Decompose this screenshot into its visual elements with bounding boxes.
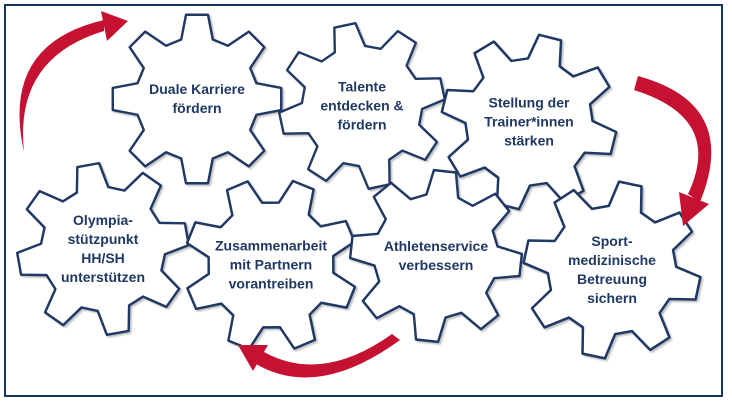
- gear-4: Olympia-stützpunkt HH/SH unterstützen: [11, 157, 195, 341]
- gear-label: Athletenservice verbessern: [383, 238, 489, 273]
- gear-icon: [278, 22, 446, 190]
- gear-icon: [15, 161, 191, 337]
- gear-label: Talente entdecken & fördern: [320, 78, 404, 133]
- gear-icon: [348, 168, 524, 344]
- gear-icon: [111, 13, 283, 185]
- gear-6: Athletenservice verbessern: [344, 164, 528, 348]
- gear-label: Olympia-stützpunkt HH/SH unterstützen: [61, 212, 145, 285]
- gear-1: Duale Karriere fördern: [106, 8, 288, 190]
- gear-label: Duale Karriere fördern: [149, 81, 245, 116]
- gear-icon: [440, 33, 618, 211]
- gear-2: Talente entdecken & fördern: [273, 17, 451, 195]
- border-frame: [4, 4, 723, 397]
- gear-icon: [185, 179, 357, 351]
- gear-label: Zusammenarbeit mit Partnern vorantreiben: [214, 237, 328, 292]
- gear-3: Stellung der Trainer*innen stärken: [435, 28, 623, 216]
- gear-label: Stellung der Trainer*innen stärken: [484, 94, 574, 149]
- gear-label: Sport-medizinische Betreuung sichern: [568, 233, 656, 306]
- gear-7: Sport-medizinische Betreuung sichern: [517, 175, 707, 365]
- gear-5: Zusammenarbeit mit Partnern vorantreiben: [178, 172, 364, 358]
